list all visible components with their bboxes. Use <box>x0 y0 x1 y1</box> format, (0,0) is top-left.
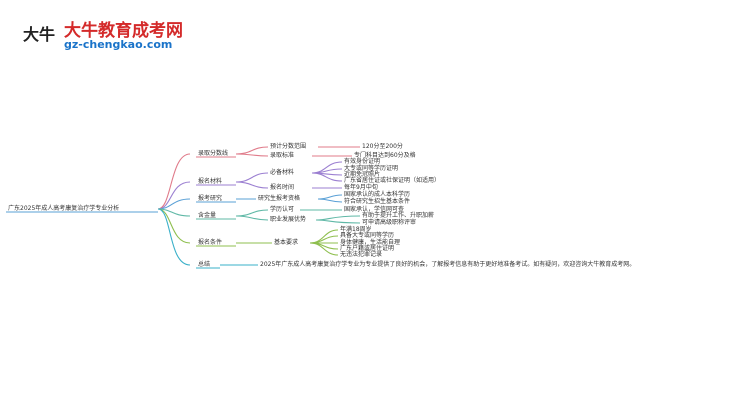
branch-application-materials: 报名材料 <box>198 177 222 185</box>
node-grad-eligibility: 研究生报考资格 <box>258 194 300 202</box>
leaf-recognized-degree: 国家承认的成人本科学历 <box>344 190 410 198</box>
leaf-id-proof: 有效身份证明 <box>344 157 380 165</box>
node-admission-standard: 录取标准 <box>270 151 294 159</box>
site-logo: 大牛 大牛教育成考网 gz-chengkao.com <box>18 14 183 56</box>
leaf-summary-text: 2025年广东成人高考康复治疗学专业为专业提供了良好的机会，了解报考信息有助于更… <box>260 260 635 268</box>
leaf-grad-conditions: 符合研究生招生基本条件 <box>344 197 410 205</box>
node-expected-score: 预计分数范围 <box>270 142 306 150</box>
node-registration-time: 报名时间 <box>270 183 294 191</box>
logo-title: 大牛教育成考网 <box>64 21 183 41</box>
leaf-pass-mark: 专门科目达到60分及格 <box>354 151 416 159</box>
branch-eligibility: 报名条件 <box>198 238 222 246</box>
leaf-residence-proof: 广东省居住证或社保证明（如适用） <box>344 176 440 184</box>
logo-glyph: 大牛 <box>22 25 55 44</box>
leaf-score-range: 120分至200分 <box>362 142 403 150</box>
leaf-photo: 近期免冠照片 <box>344 170 380 178</box>
node-career: 职业发展优势 <box>270 215 306 223</box>
leaf-promotion: 有助于提升工作、升职加薪 <box>362 211 434 219</box>
branch-graduate-study: 报考研究 <box>198 194 222 202</box>
branch-value: 含金量 <box>198 211 216 219</box>
leaf-degree-proof: 大专或同等学历证明 <box>344 164 398 172</box>
node-recognition: 学历认可 <box>270 205 294 213</box>
branch-admission-score: 录取分数线 <box>198 149 228 157</box>
root-node: 广东2025年成人高考康复治疗学专业分析 <box>8 204 119 212</box>
leaf-no-record: 无违法犯罪记录 <box>340 250 382 258</box>
leaf-september: 每年9月中旬 <box>344 183 378 191</box>
leaf-age: 年满18周岁 <box>340 225 372 233</box>
leaf-education: 具备大专或同等学历 <box>340 231 394 239</box>
branch-summary: 总结 <box>198 260 210 268</box>
leaf-health: 身体健康，生活能自理 <box>340 238 400 246</box>
leaf-chsi: 国家承认，学信网可查 <box>344 205 404 213</box>
node-basic-requirements: 基本要求 <box>274 238 298 246</box>
logo-url: gz-chengkao.com <box>64 38 173 51</box>
leaf-residence: 广东户籍或居住证明 <box>340 244 394 252</box>
node-required-materials: 必备材料 <box>270 168 294 176</box>
leaf-title-review: 可申请高级职称评审 <box>362 218 416 226</box>
